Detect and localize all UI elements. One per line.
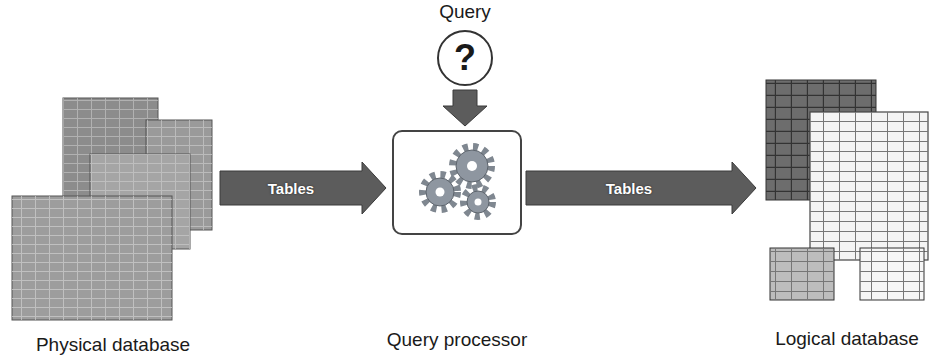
query-circle: Query? xyxy=(437,30,493,86)
logical-database-group: Logical database xyxy=(762,74,932,326)
component-label: Physical database xyxy=(36,334,190,356)
component-label: Logical database xyxy=(775,328,919,350)
block-arrow xyxy=(526,162,756,214)
query-heading: Query xyxy=(439,1,491,23)
physical-database-group: Physical database xyxy=(10,94,216,330)
block-arrow xyxy=(220,162,386,214)
logical-tables-illustration xyxy=(760,72,932,324)
arrow-label: Tables xyxy=(606,180,652,197)
gears-icon xyxy=(402,140,514,226)
physical-tables-illustration xyxy=(8,92,218,328)
arrow-label: Tables xyxy=(268,180,314,197)
question-mark: ? xyxy=(439,32,491,84)
block-arrow xyxy=(443,90,487,126)
component-label: Query processor xyxy=(387,329,527,351)
